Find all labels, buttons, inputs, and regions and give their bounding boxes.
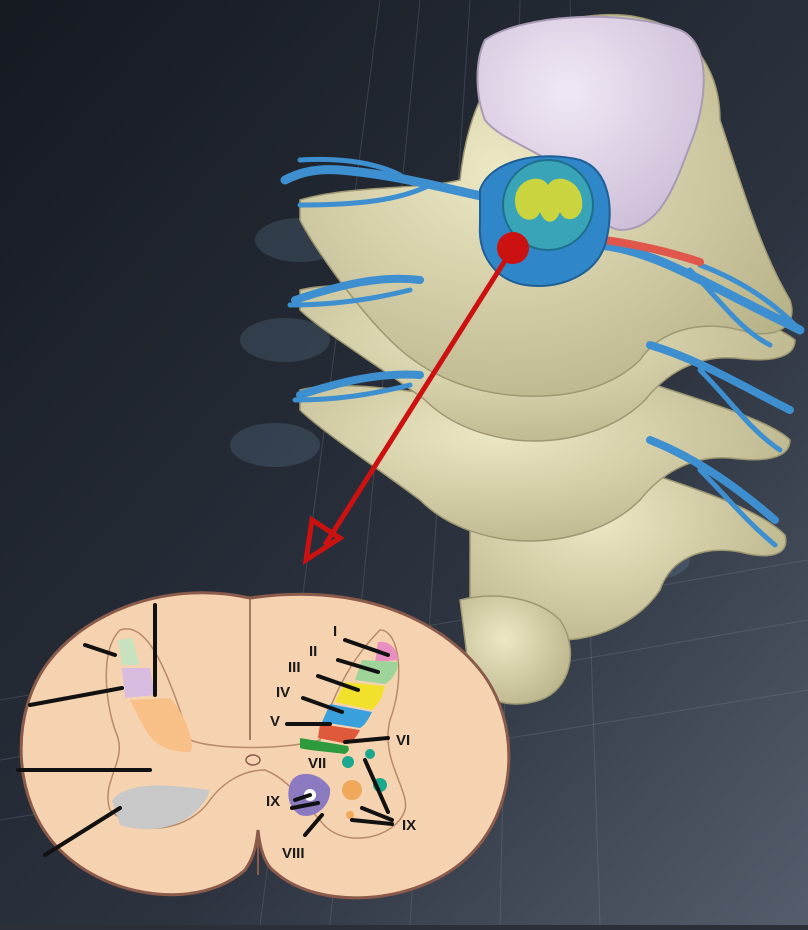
lamina-IX-nucleus	[342, 780, 362, 800]
cross-section-outline	[21, 593, 509, 898]
left-region-lavender	[122, 668, 155, 698]
spinal-cord-cross-section: I II III IV V VI VII VIII IX IX	[18, 593, 509, 898]
label-IX-left: IX	[266, 793, 280, 810]
lamina-IX-small	[346, 811, 354, 819]
label-VI: VI	[396, 732, 410, 749]
label-VII: VII	[308, 755, 326, 772]
label-II: II	[309, 643, 317, 660]
label-VIII: VIII	[282, 845, 305, 862]
label-IV: IV	[276, 684, 290, 701]
label-V: V	[270, 713, 280, 730]
label-I: I	[333, 623, 337, 640]
label-III: III	[288, 659, 301, 676]
label-IX-right: IX	[402, 817, 416, 834]
